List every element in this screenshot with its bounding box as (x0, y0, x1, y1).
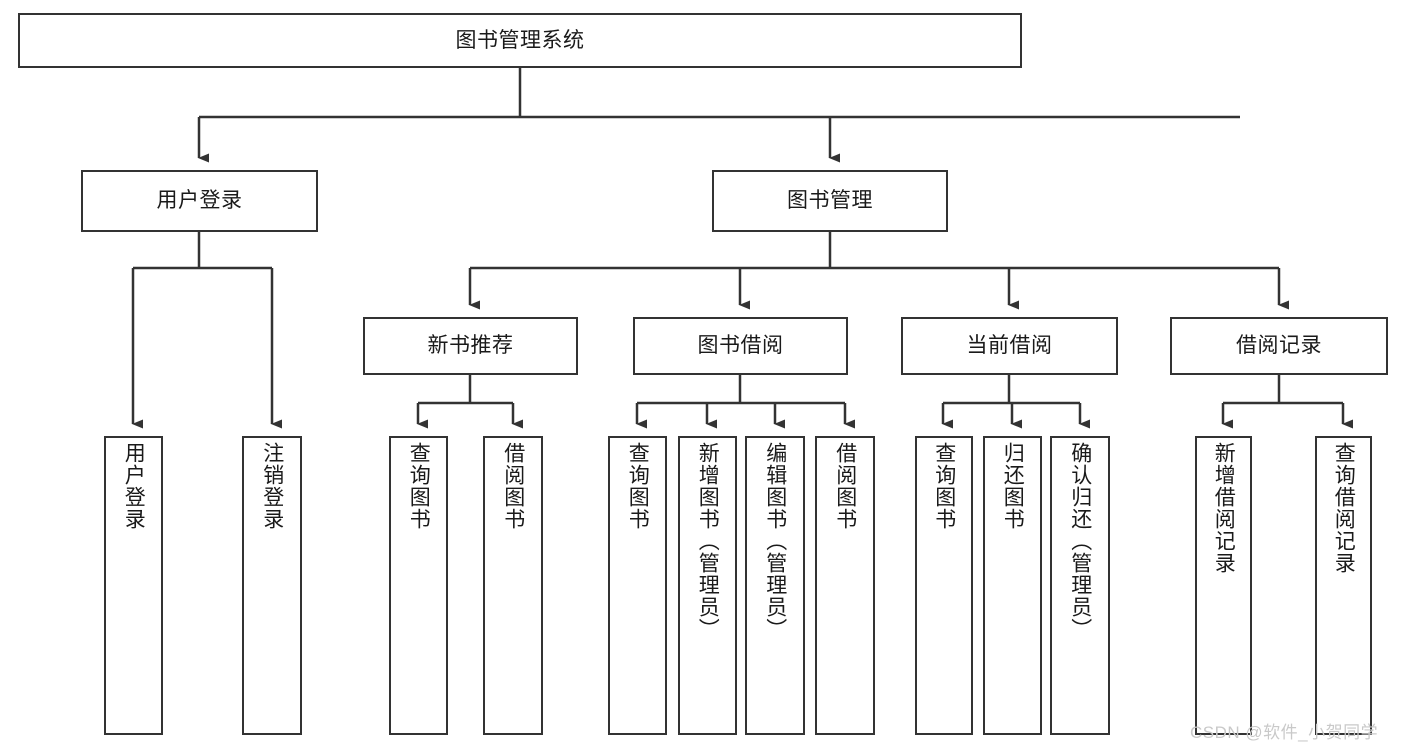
leaf-recommend-query-book[interactable]: 查询图书 (389, 436, 448, 735)
node-label: 借阅图书 (833, 442, 857, 530)
node-label: 借阅图书 (501, 442, 525, 530)
node-label: 查询图书 (626, 442, 650, 530)
leaf-borrow-edit-book-admin[interactable]: 编辑图书（管理员） (745, 436, 805, 735)
node-user-login[interactable]: 用户登录 (81, 170, 318, 232)
node-label: 查询图书 (407, 442, 431, 530)
leaf-borrow-borrow-book[interactable]: 借阅图书 (815, 436, 875, 735)
node-label: 图书管理系统 (455, 28, 585, 52)
node-current-borrow[interactable]: 当前借阅 (901, 317, 1118, 375)
leaf-record-add-borrow-record[interactable]: 新增借阅记录 (1195, 436, 1252, 735)
node-new-book-recommend[interactable]: 新书推荐 (363, 317, 578, 375)
leaf-borrow-add-book-admin[interactable]: 新增图书（管理员） (678, 436, 737, 735)
node-book-borrow[interactable]: 图书借阅 (633, 317, 848, 375)
node-label: 新增图书（管理员） (696, 442, 720, 640)
node-label: 借阅记录 (1236, 334, 1322, 358)
node-label: 确认归还（管理员） (1068, 442, 1092, 640)
node-label: 用户登录 (156, 189, 243, 213)
leaf-record-query-borrow-record[interactable]: 查询借阅记录 (1315, 436, 1372, 735)
node-label: 注销登录 (260, 442, 284, 530)
leaf-recommend-borrow-book[interactable]: 借阅图书 (483, 436, 543, 735)
leaf-current-confirm-return-admin[interactable]: 确认归还（管理员） (1050, 436, 1110, 735)
node-borrow-record[interactable]: 借阅记录 (1170, 317, 1388, 375)
node-label: 新增借阅记录 (1212, 442, 1236, 574)
node-label: 用户登录 (122, 442, 146, 530)
node-label: 编辑图书（管理员） (763, 442, 787, 640)
node-book-management[interactable]: 图书管理 (712, 170, 948, 232)
node-label: 当前借阅 (966, 334, 1053, 358)
node-label: 查询图书 (932, 442, 956, 530)
leaf-current-return-book[interactable]: 归还图书 (983, 436, 1042, 735)
leaf-borrow-query-book[interactable]: 查询图书 (608, 436, 667, 735)
leaf-current-query-book[interactable]: 查询图书 (915, 436, 973, 735)
leaf-user-login-logout[interactable]: 注销登录 (242, 436, 302, 735)
leaf-user-login-login[interactable]: 用户登录 (104, 436, 163, 735)
node-label: 图书借阅 (697, 334, 784, 358)
node-label: 查询借阅记录 (1332, 442, 1356, 574)
csdn-watermark: CSDN @软件_小贺同学 (1190, 723, 1379, 742)
node-root-book-management-system[interactable]: 图书管理系统 (18, 13, 1022, 68)
node-label: 图书管理 (787, 189, 873, 213)
node-label: 新书推荐 (427, 334, 514, 358)
node-label: 归还图书 (1001, 442, 1025, 530)
